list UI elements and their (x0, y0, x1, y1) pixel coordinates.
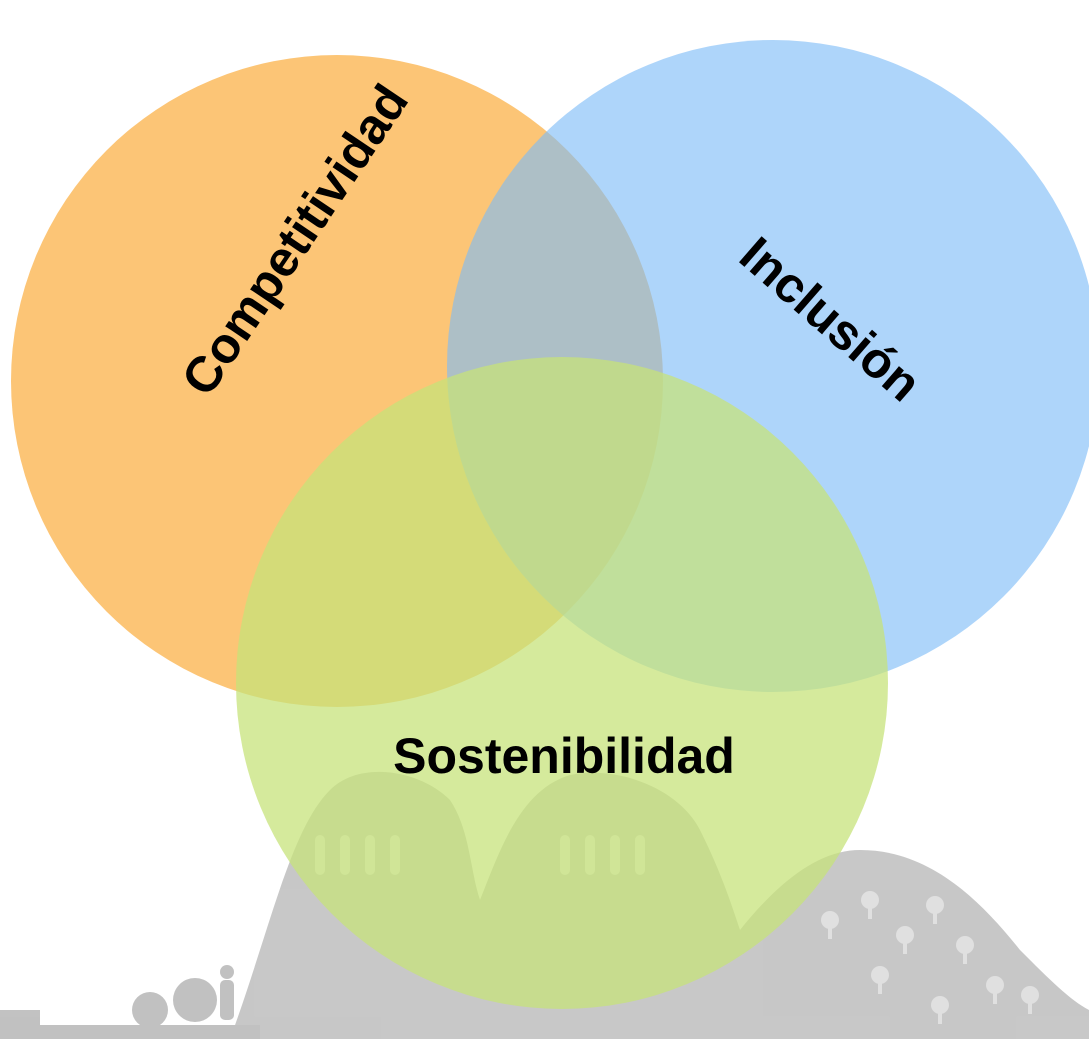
bushes-and-farmer (0, 965, 260, 1039)
tree-icons (821, 891, 1039, 1024)
circle-sostenibilidad (236, 357, 888, 1009)
label-sostenibilidad: Sostenibilidad (393, 728, 735, 784)
venn-circles (11, 40, 1089, 1009)
